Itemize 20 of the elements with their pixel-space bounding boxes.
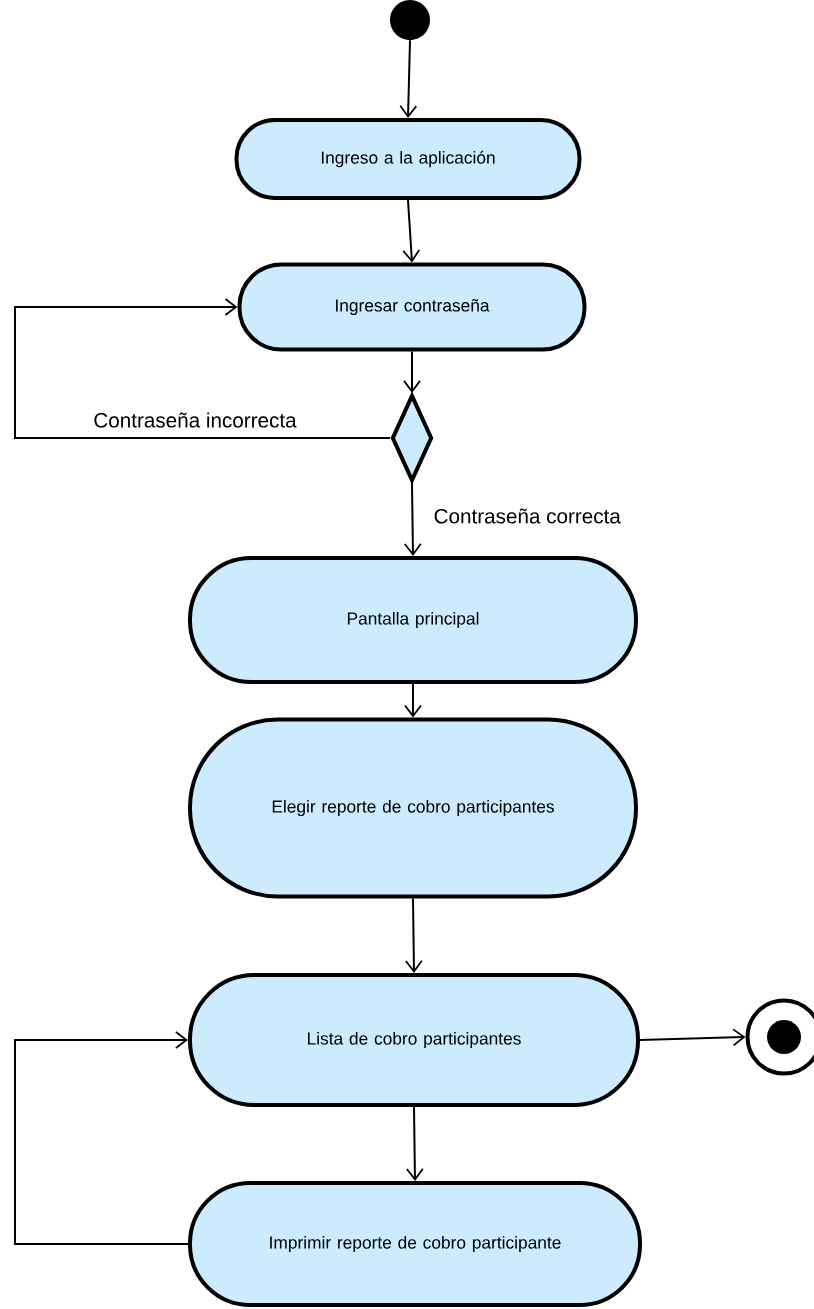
arrow [402, 199, 421, 263]
arrow [14, 298, 391, 439]
arrow [405, 1106, 424, 1181]
arrow [404, 897, 423, 973]
activity-box: Pantalla principal [188, 556, 638, 684]
arrow [399, 39, 418, 118]
activity-box: Elegir reporte de cobro participantes [188, 717, 638, 899]
start-dot [390, 0, 430, 40]
edge-label: Contraseña correcta [432, 507, 623, 525]
activity-box: Ingresar contraseña [237, 262, 587, 352]
activity-box: Imprimir reporte de cobro participante [188, 1181, 642, 1307]
activity-box: Ingreso a la aplicación [234, 118, 582, 200]
arrow [403, 482, 422, 556]
end-node [745, 998, 814, 1076]
arrow [14, 1031, 189, 1245]
arrow [403, 350, 421, 393]
activity-box: Lista de cobro participantes [188, 973, 640, 1107]
arrow [404, 683, 422, 718]
arrow [639, 1028, 746, 1047]
edge-label: Contraseña incorrecta [92, 411, 298, 429]
